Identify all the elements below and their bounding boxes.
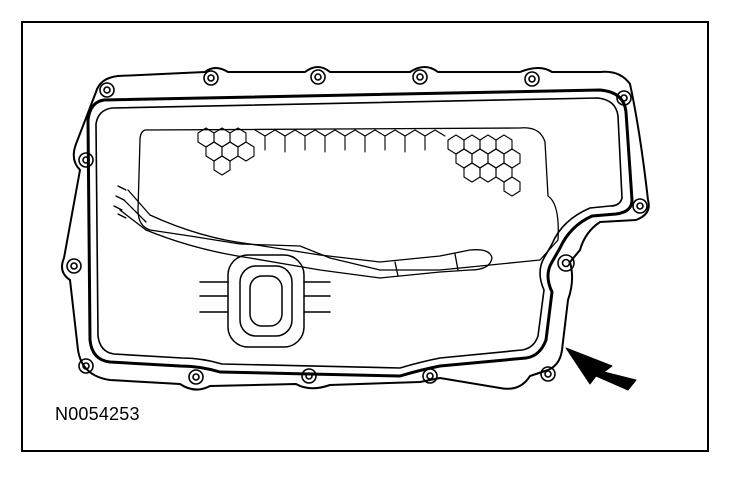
gasket-bead-inner xyxy=(95,97,623,369)
housing-flange-outline xyxy=(61,66,650,391)
honeycomb-right xyxy=(447,134,521,197)
diagram-frame xyxy=(21,21,709,452)
honeycomb-left xyxy=(197,127,255,176)
rib-row xyxy=(254,129,446,153)
valve-body-outline xyxy=(137,127,559,271)
wiring-harness xyxy=(113,185,493,279)
gasket-bead-outer xyxy=(86,88,634,378)
figure-id-label: N0054253 xyxy=(55,404,140,424)
filter-pad xyxy=(199,254,331,348)
bolt-holes xyxy=(66,69,648,385)
arrow-indicator xyxy=(565,347,637,391)
